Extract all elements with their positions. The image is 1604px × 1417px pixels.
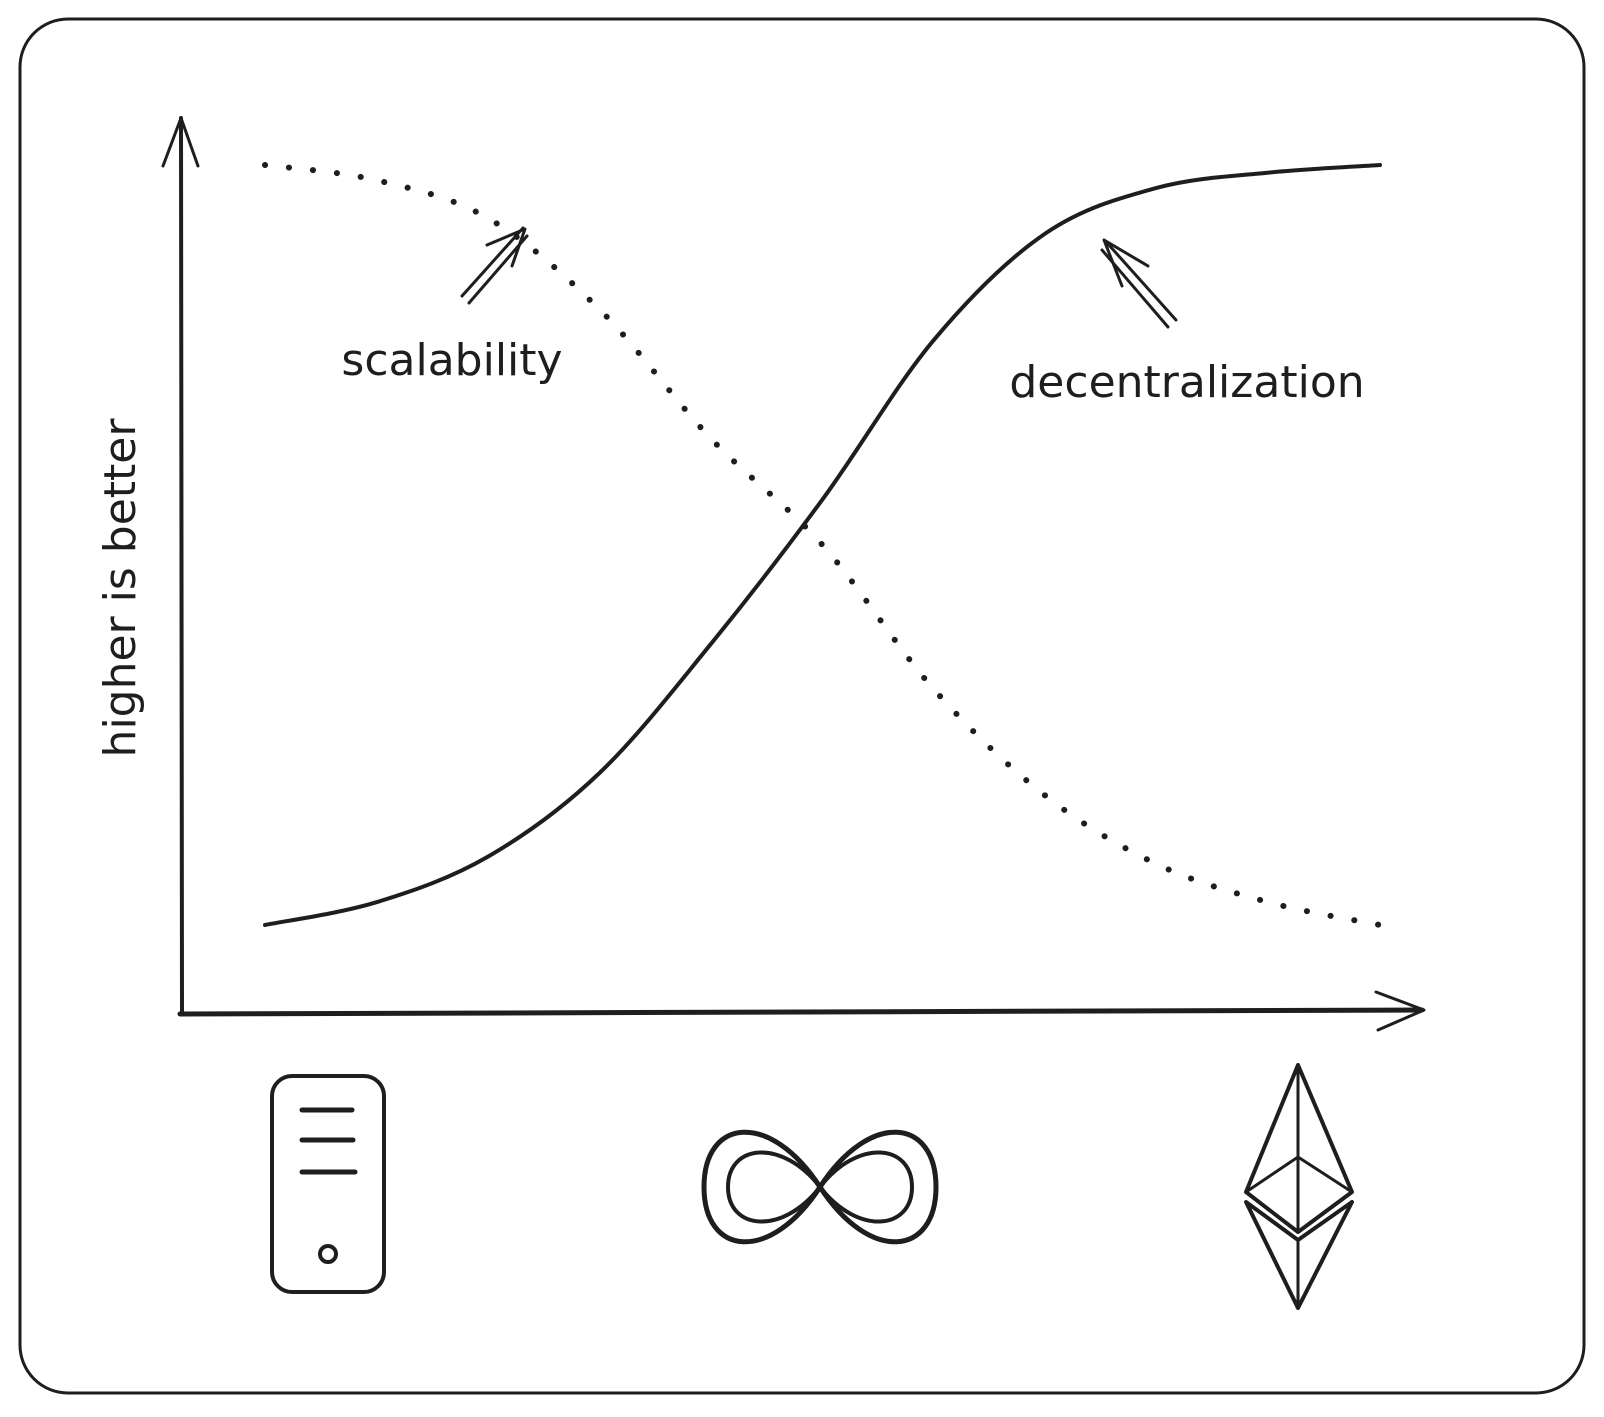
data-point-decentralization-2: [485, 854, 491, 860]
y-axis-line: [179, 116, 184, 1016]
data-point-scalability-3: [597, 306, 603, 312]
axes: [161, 116, 1426, 1032]
data-point-scalability-0: [262, 162, 268, 168]
data-point-decentralization-4: [708, 641, 714, 647]
data-point-decentralization-9: [1266, 170, 1272, 176]
data-point-decentralization-5: [820, 496, 826, 502]
data-point-scalability-5: [820, 542, 826, 548]
data-point-decentralization-0: [262, 922, 268, 928]
scalability-pointer-arrow: [460, 226, 529, 305]
data-point-scalability-1: [374, 177, 380, 183]
data-point-decentralization-6: [931, 337, 937, 343]
data-point-decentralization-8: [1154, 185, 1160, 191]
series-line-scalability: [262, 162, 1383, 928]
x-axis-arrowhead: [1374, 990, 1426, 1032]
infinity-icon: [701, 1129, 939, 1245]
ethereum-icon: [1244, 1063, 1354, 1310]
data-point-decentralization-10: [1377, 162, 1383, 168]
series-label-decentralization: decentralization: [1009, 357, 1364, 408]
series-decentralization: [262, 162, 1383, 928]
data-point-scalability-9: [1266, 899, 1272, 905]
series-scalability: [262, 162, 1383, 928]
x-axis-line: [177, 1007, 1425, 1017]
decentralization-pointer-arrow: [1100, 238, 1178, 329]
y-axis-label: higher is better: [95, 418, 146, 758]
series-label-scalability: scalability: [341, 335, 562, 386]
data-point-scalability-4: [708, 436, 714, 442]
data-point-decentralization-1: [374, 899, 380, 905]
data-point-decentralization-3: [597, 770, 603, 776]
server-icon: [270, 1074, 386, 1294]
data-point-scalability-10: [1377, 922, 1383, 928]
data-point-scalability-7: [1043, 793, 1049, 799]
y-axis-arrowhead: [161, 116, 200, 168]
frame-border: [18, 17, 1586, 1395]
data-point-scalability-2: [485, 215, 491, 221]
data-point-scalability-8: [1154, 861, 1160, 867]
data-point-decentralization-7: [1043, 230, 1049, 236]
data-point-scalability-6: [931, 686, 937, 692]
series-line-decentralization: [263, 163, 1382, 927]
